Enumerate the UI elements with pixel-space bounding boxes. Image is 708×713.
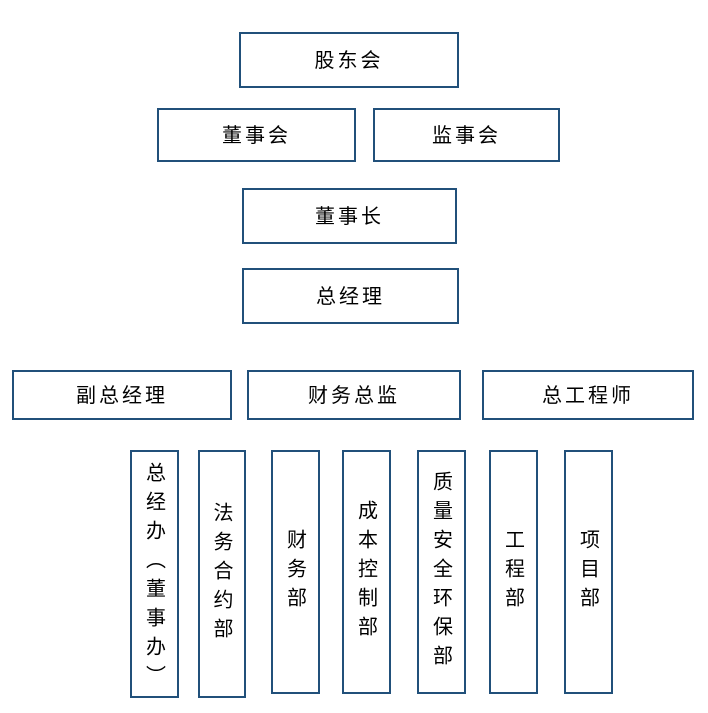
org-node-department-cost-control: 成本控制部	[342, 450, 391, 694]
org-node-label: 董事长	[315, 204, 384, 228]
org-node-department-project: 项目部	[564, 450, 613, 694]
org-node-department-quality-safety-environment: 质量安全环保部	[417, 450, 466, 694]
org-node-board-of-supervisors: 监事会	[373, 108, 560, 162]
org-node-department-finance: 财务部	[271, 450, 320, 694]
org-node-department-legal-contract: 法务合约部	[198, 450, 246, 698]
org-node-label: 项目部	[576, 528, 601, 616]
org-node-department-engineering: 工程部	[489, 450, 538, 694]
org-node-label: 财务总监	[308, 383, 400, 407]
org-node-label: 工程部	[501, 528, 526, 616]
org-node-deputy-general-manager: 副总经理	[12, 370, 232, 420]
org-node-label: 副总经理	[76, 383, 168, 407]
org-node-shareholders-meeting: 股东会	[239, 32, 459, 88]
org-node-label: 法务合约部	[210, 501, 234, 647]
org-node-label: 总工程师	[542, 383, 634, 407]
org-node-label: 股东会	[314, 48, 384, 72]
org-node-label: 财务部	[283, 528, 308, 616]
org-node-label: 质量安全环保部	[429, 470, 454, 674]
org-node-chief-engineer: 总工程师	[482, 370, 694, 420]
org-node-label: 董事会	[222, 123, 291, 147]
org-node-board-of-directors: 董事会	[157, 108, 356, 162]
org-node-label: 成本控制部	[354, 499, 379, 645]
org-node-department-gm-office: 总经办（董事办）	[130, 450, 179, 698]
org-node-label: 总经办（董事办）	[142, 462, 167, 694]
org-node-label: 监事会	[432, 123, 501, 147]
org-node-general-manager: 总经理	[242, 268, 459, 324]
org-node-label: 总经理	[316, 284, 385, 308]
org-node-chief-financial-officer: 财务总监	[247, 370, 461, 420]
org-node-chairman: 董事长	[242, 188, 457, 244]
